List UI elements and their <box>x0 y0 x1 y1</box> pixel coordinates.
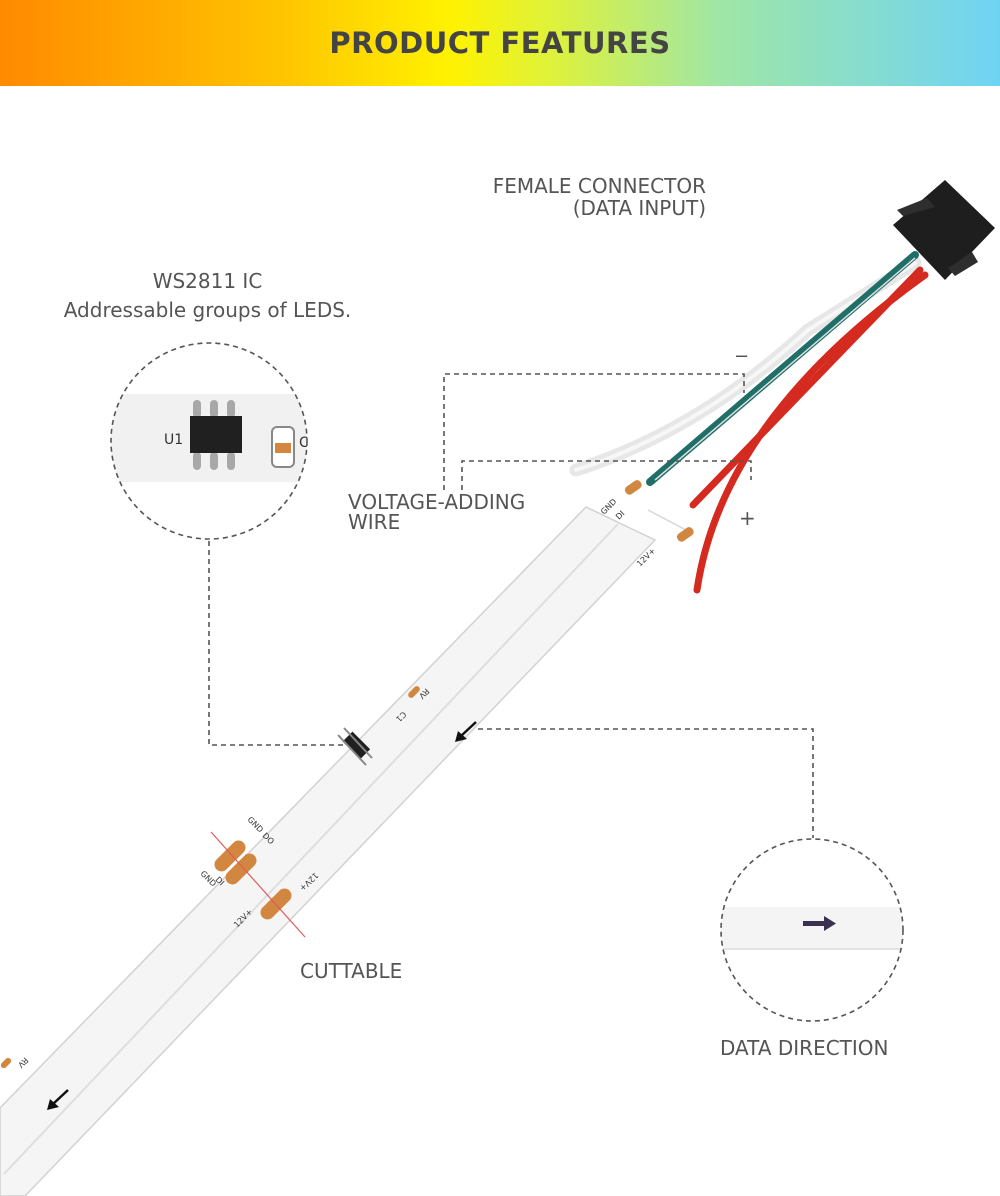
capacitor <box>408 686 420 698</box>
capacitor-2 <box>0 1057 12 1069</box>
female-connector-label: FEMALE CONNECTOR (DATA INPUT) <box>470 175 706 219</box>
direction-arrow-icon <box>47 1089 69 1110</box>
leader-lines <box>208 373 814 838</box>
pcb-gnd-2: GND <box>246 815 265 834</box>
voltage-wire-line1: VOLTAGE-ADDING <box>348 490 526 514</box>
wire-green-highlight <box>654 257 916 481</box>
ic-label: WS2811 IC Addressable groups of LEDS. <box>40 267 375 325</box>
pcb-c-partial: C <box>299 435 309 451</box>
wire-white <box>569 256 922 477</box>
female-connector-line2: (DATA INPUT) <box>572 196 706 220</box>
wire-red-voltage <box>693 271 929 594</box>
led-strip <box>0 506 687 1196</box>
pcb-rv-2: RV <box>16 1056 30 1070</box>
ic-label-line2: Addressable groups of LEDS. <box>63 298 352 322</box>
header-banner: PRODUCT FEATURES <box>0 0 1000 86</box>
banner-title: PRODUCT FEATURES <box>329 26 671 60</box>
wire-green <box>646 251 919 486</box>
solder-pad <box>676 527 694 542</box>
ic-label-line1: WS2811 IC <box>152 269 263 293</box>
pcb-di: DI <box>614 509 626 521</box>
voltage-wire-line2: WIRE <box>348 510 401 534</box>
minus-sign: − <box>734 346 750 367</box>
arrow-right-icon <box>803 916 836 931</box>
direction-arrow-icon <box>455 721 477 742</box>
female-connector-plug <box>893 180 995 280</box>
ic-zoom-circle: U1 C <box>110 342 309 540</box>
data-direction-zoom-circle <box>720 838 904 1022</box>
data-direction-label: DATA DIRECTION <box>720 1036 889 1060</box>
female-connector-line1: FEMALE CONNECTOR <box>492 174 706 198</box>
cut-line <box>210 831 306 938</box>
pcb-u1: U1 <box>164 432 183 448</box>
voltage-wire-label: VOLTAGE-ADDING WIRE <box>348 492 525 532</box>
cuttable-label: CUTTABLE <box>300 959 403 983</box>
ic-chip <box>337 727 373 766</box>
solder-pad <box>624 480 642 495</box>
plus-sign: + <box>739 506 756 530</box>
